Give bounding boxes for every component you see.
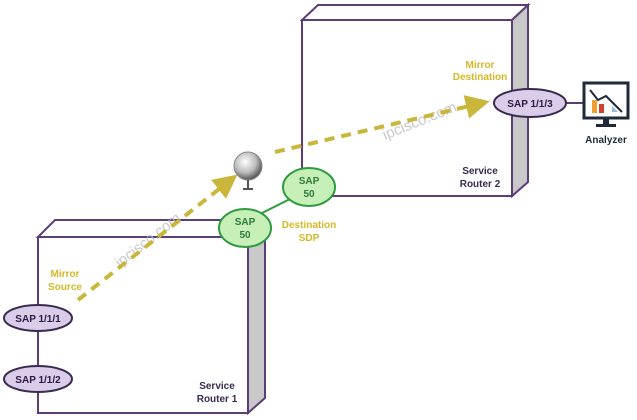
sap-1-1-2[interactable]: SAP 1/1/2 (3, 365, 73, 393)
sdp-sap-50-router1[interactable]: SAP 50 (218, 208, 272, 248)
sdp-sap-50-router2[interactable]: SAP 50 (282, 167, 336, 207)
sap-1-1-3-label: SAP 1/1/3 (507, 99, 553, 110)
analyzer-monitor-icon (582, 81, 630, 127)
destination-sdp-line1: Destination (282, 220, 336, 231)
sap-b-line2: 50 (303, 189, 315, 200)
sap-1-1-2-label: SAP 1/1/2 (15, 375, 61, 386)
mirror-source-line1: Mirror (51, 269, 80, 280)
mirror-destination-line2: Destination (453, 72, 507, 83)
router-1-label-line2: Router 1 (197, 394, 238, 405)
analyzer-label: Analyzer (585, 135, 627, 146)
destination-sdp-line2: SDP (299, 233, 320, 244)
router-2-label-line2: Router 2 (460, 179, 501, 190)
sap-b-line1: SAP (299, 176, 320, 187)
sap-1-1-3[interactable]: SAP 1/1/3 (493, 88, 567, 118)
sap-a-line2: 50 (239, 230, 251, 241)
sap-1-1-1[interactable]: SAP 1/1/1 (3, 304, 73, 332)
router-2-label-line1: Service (462, 166, 498, 177)
sap-a-line1: SAP (235, 217, 256, 228)
mirror-icon (233, 151, 263, 190)
mirror-path-arrow-1 (76, 174, 238, 302)
mirror-destination-line1: Mirror (466, 60, 495, 71)
router-1-label-line1: Service (199, 381, 235, 392)
sap-1-1-1-label: SAP 1/1/1 (15, 314, 61, 325)
mirror-path-arrow-2 (274, 95, 490, 154)
sdp-link (257, 197, 293, 216)
mirror-source-line2: Source (48, 282, 82, 293)
